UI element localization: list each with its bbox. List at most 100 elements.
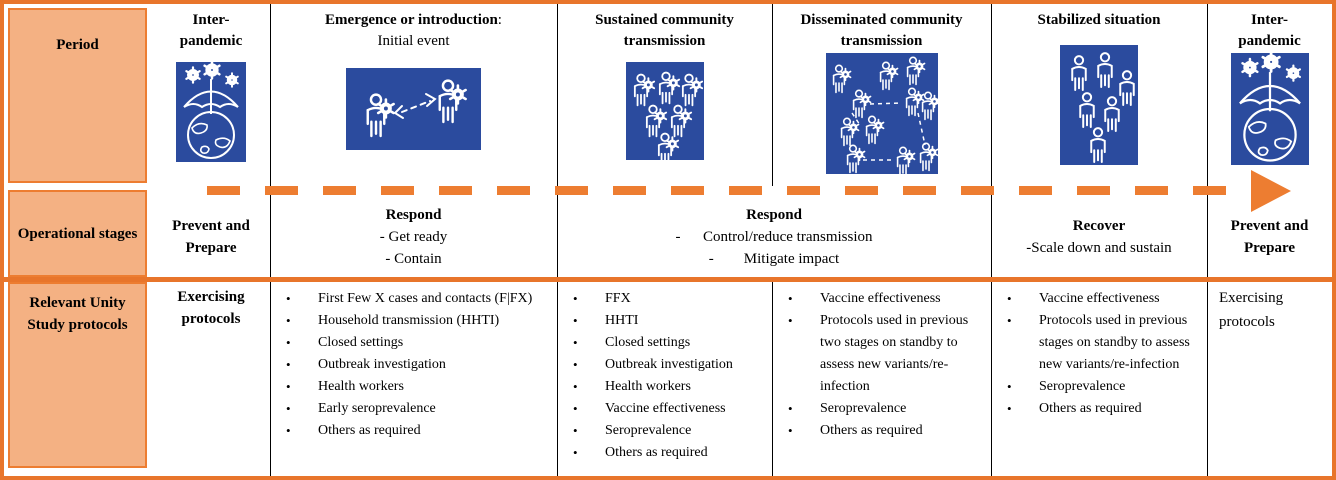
stage-title: Prevent and Prepare [1230,217,1309,256]
stage-line: - Mitigate impact [708,250,840,267]
bullet-icon: • [1007,379,1012,394]
protocol-item-text: Others as required [318,423,421,438]
protocol-item-text: Others as required [1039,401,1142,416]
row-divider [4,277,1332,282]
period-title: Emergence or introduction: [325,12,502,28]
protocol-item-text: Vaccine effectiveness [605,401,726,416]
protocols-cell-disseminated: •Vaccine effectiveness•Protocols used in… [772,282,991,476]
stage-cell-recover: Recover -Scale down and sustain [991,196,1207,277]
stage-line: - Control/reduce transmission [675,228,873,245]
protocol-item-text: Outbreak investigation [605,357,733,372]
bullet-icon: • [286,335,291,350]
protocol-bullet-item: •Others as required [270,420,557,442]
period-cell-sustained: Sustained community transmission [557,4,772,186]
umbrella-globe-virus-icon [176,62,246,162]
protocol-bullet-item: •Closed settings [270,332,557,354]
infected-network-icon [825,53,938,174]
grid-line [557,4,558,277]
protocol-item-text: Household transmission (HHTI) [318,313,500,328]
grid-line [772,282,773,476]
bullet-icon: • [1007,291,1012,306]
row-header-period: Period [8,8,147,183]
period-cell-inter-pandemic-start: Inter-pandemic [152,4,270,186]
row-header-protocols: Relevant Unity Study protocols [8,282,147,468]
protocol-item-text: Seroprevalence [820,401,907,416]
stage-cell-respond-main: Respond - Control/reduce transmission - M… [557,196,991,277]
grid-line [772,4,773,186]
bullet-icon: • [1007,401,1012,416]
period-cell-disseminated: Disseminated community transmission [772,4,991,186]
protocols-cell-exercising-end: Exercising protocols [1207,282,1332,476]
protocol-item-text: Vaccine effectiveness [820,291,941,306]
stage-cell-respond-early: Respond - Get ready- Contain [270,196,557,277]
grid-line [1207,4,1208,277]
period-title: Inter-pandemic [179,12,243,49]
protocol-item-text: Health workers [318,379,404,394]
protocols-bullet-list: •First Few X cases and contacts (F|FX)•H… [270,288,557,442]
period-title: Stabilized situation [1037,12,1161,28]
bullet-icon: • [573,445,578,460]
timeline-arrowhead-icon [1251,170,1291,212]
bullet-icon: • [788,313,793,328]
bullet-icon: • [573,291,578,306]
person-to-person-transmission-icon [346,68,481,150]
grid-line [991,4,992,277]
row-header-operational-stages: Operational stages [8,190,147,277]
protocol-bullet-item: •Health workers [557,376,772,398]
protocol-bullet-item: •Vaccine effectiveness [772,288,991,310]
protocol-item-text: Seroprevalence [605,423,692,438]
stage-title: Prevent and Prepare [172,217,250,256]
bullet-icon: • [286,357,291,372]
stage-cell-prevent-prepare-end: Prevent and Prepare [1207,196,1332,277]
bullet-icon: • [573,313,578,328]
stage-lines: - Control/reduce transmission - Mitigate … [675,226,872,270]
bullet-icon: • [286,379,291,394]
protocol-item-text: Protocols used in previous two stages on… [820,313,969,394]
protocol-bullet-item: • Outbreak investigation [557,354,772,376]
grid-line [270,282,271,476]
protocol-item-text: HHTI [605,313,639,328]
people-group-icon [1060,45,1138,165]
protocols-text: Exercising protocols [1219,290,1284,330]
protocol-item-text: Early seroprevalence [318,401,436,416]
period-title: Inter-pandemic [1238,12,1301,49]
protocol-item-text: Vaccine effectiveness [1039,291,1160,306]
protocols-cell-exercising-start: Exercising protocols [152,282,270,476]
umbrella-globe-virus-icon [1230,53,1309,165]
stage-line: - Get ready [379,228,448,245]
protocol-bullet-item: • HHTI [557,310,772,332]
row-header-period-label: Period [56,37,99,53]
protocol-bullet-item: •Others as required [772,420,991,442]
protocol-item-text: FFX [605,291,631,306]
infected-people-group-icon [625,62,704,160]
grid-line [991,282,992,476]
stage-title: Respond [746,206,802,223]
row-header-operational-stages-label: Operational stages [17,225,138,242]
period-subtitle: Initial event [377,33,450,49]
protocol-bullet-item: •Seroprevalence [772,398,991,420]
bullet-icon: • [788,423,793,438]
protocol-bullet-item: • Vaccine effectiveness [557,398,772,420]
protocol-bullet-item: •Seroprevalence [557,420,772,442]
protocols-cell-stabilized: •Vaccine effectiveness•Protocols used in… [991,282,1207,476]
timeline-dashed-arrow [207,186,1252,195]
protocol-bullet-item: • Others as required [991,398,1207,420]
protocols-text: Exercising protocols [177,289,245,327]
grid-line [557,282,558,476]
protocols-bullet-list: •Vaccine effectiveness•Protocols used in… [991,288,1207,420]
bullet-icon: • [573,401,578,416]
bullet-icon: • [573,357,578,372]
protocol-bullet-item: •Closed settings [557,332,772,354]
bullet-icon: • [573,335,578,350]
stage-lines: - Get ready- Contain [380,226,447,270]
protocol-item-text: Seroprevalence [1039,379,1126,394]
protocol-bullet-item: •Outbreak investigation [270,354,557,376]
protocol-bullet-item: •Others as required [557,442,772,464]
protocol-bullet-item: • Vaccine effectiveness [991,288,1207,310]
protocol-bullet-item: • Protocols used in previous two stages o… [772,310,991,398]
stage-cell-prevent-prepare-start: Prevent and Prepare [152,196,270,277]
bullet-icon: • [286,291,291,306]
stage-lines: -Scale down and sustain [1026,237,1171,259]
period-cell-stabilized: Stabilized situation [991,4,1207,186]
